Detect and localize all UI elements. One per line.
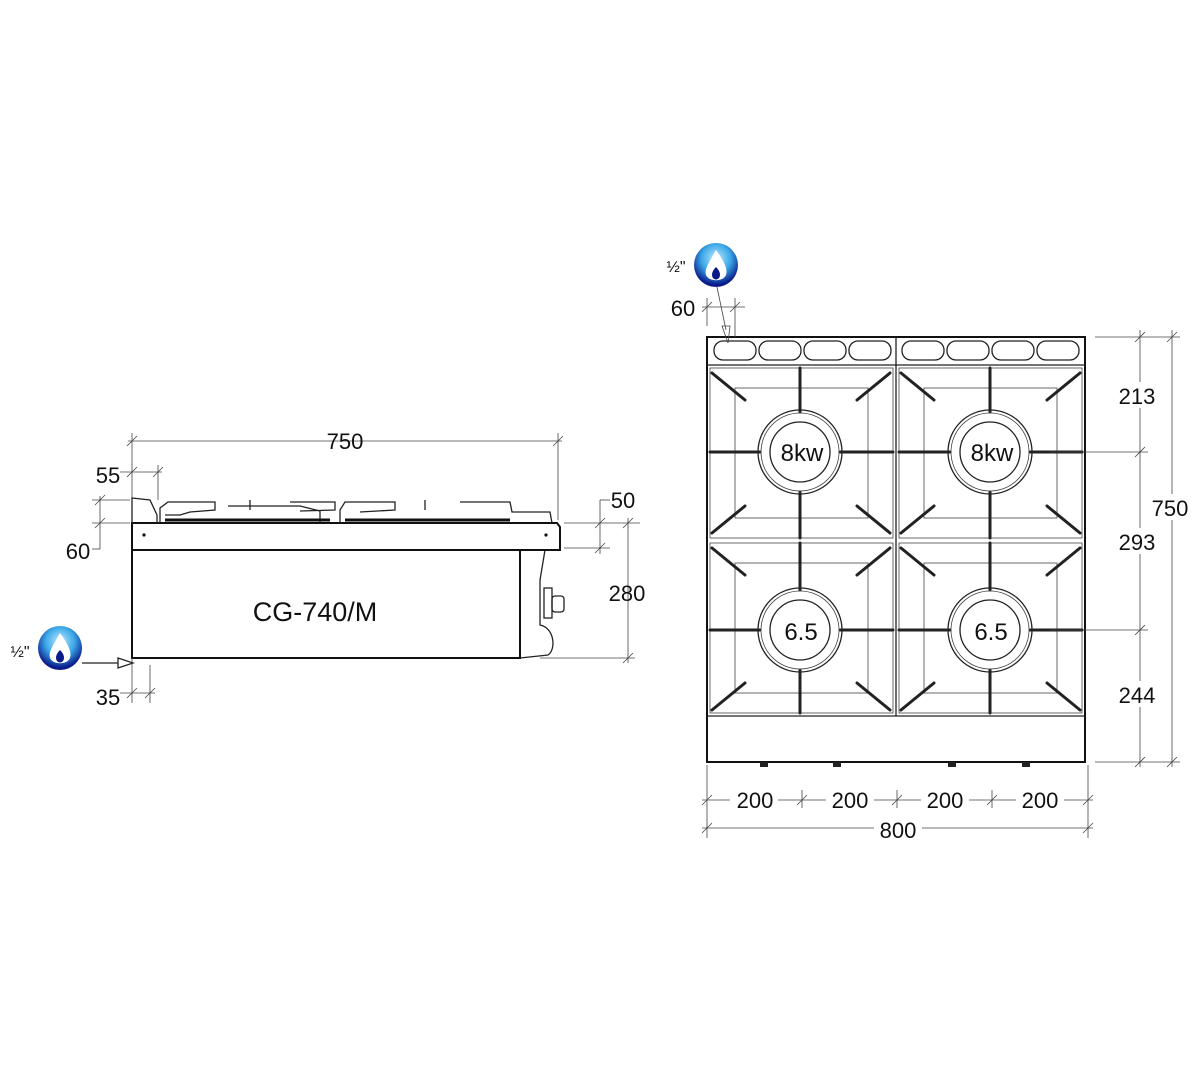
dim-gas-offset: 35 xyxy=(96,685,120,710)
dim-row2: 293 xyxy=(1119,530,1156,555)
dim-depth: 750 xyxy=(327,429,364,454)
burner-power-label: 6.5 xyxy=(974,619,1007,646)
burner-power-label: 8kw xyxy=(781,440,824,467)
dim-width-3: 200 xyxy=(927,788,964,813)
burner-power-label: 6.5 xyxy=(784,619,817,646)
gas-size-label: ½" xyxy=(10,644,29,661)
top-view: 8kw 8kw 6.5 6.5 ½" 60 213 29 xyxy=(666,243,1194,843)
top-panel xyxy=(131,522,561,551)
model-label: CG-740/M xyxy=(253,597,378,627)
dim-row3: 244 xyxy=(1119,683,1156,708)
dim-depth: 750 xyxy=(1152,496,1189,521)
gas-flame-icon xyxy=(694,243,738,287)
grate xyxy=(159,501,216,523)
burner: 6.5 xyxy=(947,587,1033,673)
gas-arrow-icon xyxy=(721,325,731,344)
dim-width-1: 200 xyxy=(737,788,774,813)
gas-size-label: ½" xyxy=(666,259,685,276)
burner: 8kw xyxy=(757,409,843,495)
dim-height: 280 xyxy=(609,581,646,606)
dim-total-width: 800 xyxy=(880,818,917,843)
control-knob-icon xyxy=(543,587,553,619)
dim-row1: 213 xyxy=(1119,384,1156,409)
dim-width-4: 200 xyxy=(1022,788,1059,813)
dim-gas-offset: 60 xyxy=(671,296,695,321)
dim-backsplash-height: 60 xyxy=(66,539,90,564)
side-view: CG-740/M 750 55 60 50 280 35 ½" xyxy=(10,429,645,710)
control-side xyxy=(519,549,554,659)
gas-arrow-icon xyxy=(117,657,136,669)
gas-flame-icon xyxy=(38,626,82,670)
burner: 8kw xyxy=(947,409,1033,495)
dim-width-2: 200 xyxy=(832,788,869,813)
dim-top-panel: 50 xyxy=(611,488,635,513)
burner-power-label: 8kw xyxy=(971,440,1014,467)
grates xyxy=(708,366,1084,715)
dim-backsplash-offset: 55 xyxy=(96,463,120,488)
burner: 6.5 xyxy=(757,587,843,673)
backsplash xyxy=(131,497,158,523)
control-slots xyxy=(713,340,1080,361)
